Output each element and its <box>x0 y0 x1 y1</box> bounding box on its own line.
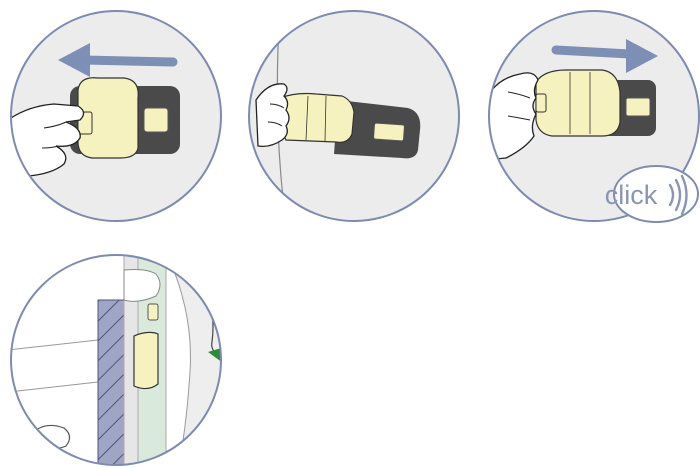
arrow-right-icon <box>551 39 658 73</box>
step-1-ring <box>10 10 222 222</box>
step-3-panel: click <box>488 10 700 223</box>
step-4-catch <box>147 303 159 321</box>
step-1-base-slot <box>143 107 169 133</box>
step-2-ring <box>248 10 460 222</box>
step-3-base-slot <box>625 97 651 117</box>
step-1-panel <box>10 10 222 222</box>
step-4-latch-hook <box>123 269 161 302</box>
click-badge: click <box>605 165 699 223</box>
step-3-latch <box>535 69 621 137</box>
step-4-panel <box>10 254 222 466</box>
step-3-ring <box>488 10 700 222</box>
step-4-latch <box>133 331 159 390</box>
step-1-latch <box>77 77 139 159</box>
step-2-panel <box>248 10 460 222</box>
step-4-ring <box>10 254 222 466</box>
step-2-hand <box>255 83 290 148</box>
sound-waves-icon <box>668 174 688 216</box>
click-label: click <box>605 180 658 210</box>
step-4-green-marker <box>208 346 221 368</box>
step-3-latch-tab <box>535 93 547 113</box>
step-4-cabinet-lines <box>11 339 99 393</box>
step-4-door <box>97 299 125 465</box>
step-2-base-slot <box>373 122 405 142</box>
step-2-latch <box>279 92 355 143</box>
arrow-left-icon <box>58 43 178 77</box>
